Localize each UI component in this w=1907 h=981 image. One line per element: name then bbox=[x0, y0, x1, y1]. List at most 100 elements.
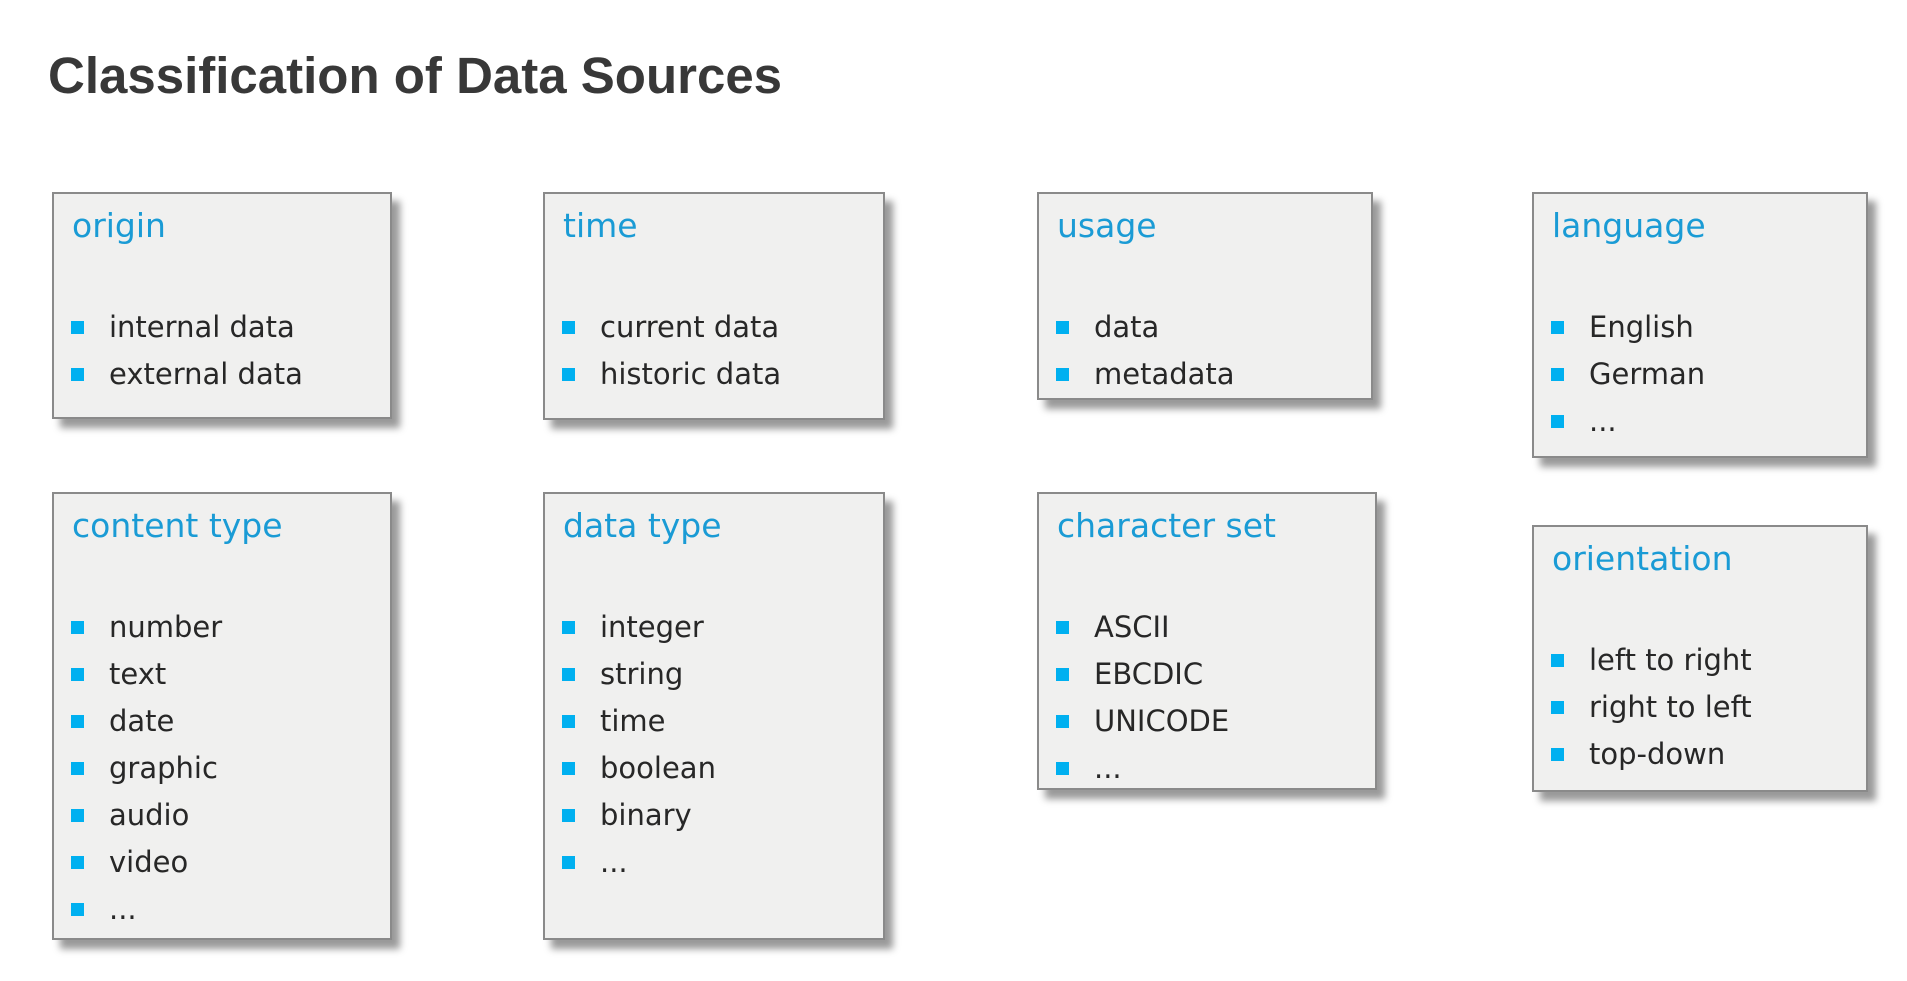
list-item-label: binary bbox=[600, 798, 692, 832]
bullet-square-icon bbox=[562, 321, 575, 334]
box-usage-title: usage bbox=[1057, 206, 1157, 245]
list-item-label: text bbox=[109, 657, 167, 691]
list-item-label: left to right bbox=[1589, 643, 1752, 677]
list-item-label: EBCDIC bbox=[1094, 657, 1204, 691]
list-item: ASCII bbox=[1039, 604, 1375, 651]
page-title: Classification of Data Sources bbox=[48, 47, 783, 105]
list-item: right to left bbox=[1534, 684, 1866, 731]
bullet-square-icon bbox=[562, 809, 575, 822]
bullet-square-icon bbox=[1056, 321, 1069, 334]
bullet-square-icon bbox=[1056, 368, 1069, 381]
list-item: left to right bbox=[1534, 637, 1866, 684]
list-item: string bbox=[545, 651, 883, 698]
box-orientation-title: orientation bbox=[1552, 539, 1733, 578]
box-content-type-list: number text date graphic audio video ... bbox=[54, 604, 390, 933]
box-origin-list: internal data external data bbox=[54, 304, 390, 398]
box-origin-title: origin bbox=[72, 206, 166, 245]
box-character-set-title: character set bbox=[1057, 506, 1276, 545]
list-item-label: ... bbox=[1589, 404, 1617, 438]
list-item-label: external data bbox=[109, 357, 303, 391]
bullet-square-icon bbox=[71, 621, 84, 634]
list-item-label: current data bbox=[600, 310, 780, 344]
list-item-label: right to left bbox=[1589, 690, 1752, 724]
bullet-square-icon bbox=[1056, 668, 1069, 681]
list-item: UNICODE bbox=[1039, 698, 1375, 745]
list-item: historic data bbox=[545, 351, 883, 398]
list-item: EBCDIC bbox=[1039, 651, 1375, 698]
list-item: metadata bbox=[1039, 351, 1371, 398]
bullet-square-icon bbox=[1056, 621, 1069, 634]
box-time-title: time bbox=[563, 206, 638, 245]
list-item-label: ... bbox=[109, 892, 137, 926]
bullet-square-icon bbox=[1551, 321, 1564, 334]
box-character-set: character set ASCII EBCDIC UNICODE ... bbox=[1037, 492, 1377, 790]
list-item-label: UNICODE bbox=[1094, 704, 1230, 738]
list-item: external data bbox=[54, 351, 390, 398]
list-item-label: number bbox=[109, 610, 223, 644]
bullet-square-icon bbox=[562, 856, 575, 869]
list-item: graphic bbox=[54, 745, 390, 792]
list-item-label: graphic bbox=[109, 751, 218, 785]
bullet-square-icon bbox=[1551, 415, 1564, 428]
box-content-type: content type number text date graphic au… bbox=[52, 492, 392, 940]
list-item-label: string bbox=[600, 657, 684, 691]
list-item-label: integer bbox=[600, 610, 704, 644]
box-data-type: data type integer string time boolean bi… bbox=[543, 492, 885, 940]
bullet-square-icon bbox=[1551, 368, 1564, 381]
box-content-type-title: content type bbox=[72, 506, 283, 545]
bullet-square-icon bbox=[71, 715, 84, 728]
list-item: ... bbox=[1534, 398, 1866, 445]
list-item: video bbox=[54, 839, 390, 886]
bullet-square-icon bbox=[71, 903, 84, 916]
list-item-label: ASCII bbox=[1094, 610, 1170, 644]
list-item-label: video bbox=[109, 845, 189, 879]
bullet-square-icon bbox=[1551, 701, 1564, 714]
bullet-square-icon bbox=[1056, 762, 1069, 775]
list-item: ... bbox=[54, 886, 390, 933]
box-orientation-list: left to right right to left top-down bbox=[1534, 637, 1866, 778]
bullet-square-icon bbox=[562, 668, 575, 681]
box-language-title: language bbox=[1552, 206, 1706, 245]
list-item: ... bbox=[545, 839, 883, 886]
list-item: internal data bbox=[54, 304, 390, 351]
bullet-square-icon bbox=[1551, 654, 1564, 667]
bullet-square-icon bbox=[71, 809, 84, 822]
list-item-label: top-down bbox=[1589, 737, 1726, 771]
list-item-label: data bbox=[1094, 310, 1160, 344]
list-item-label: metadata bbox=[1094, 357, 1235, 391]
bullet-square-icon bbox=[1551, 748, 1564, 761]
list-item-label: German bbox=[1589, 357, 1706, 391]
list-item-label: ... bbox=[600, 845, 628, 879]
bullet-square-icon bbox=[71, 368, 84, 381]
list-item: binary bbox=[545, 792, 883, 839]
bullet-square-icon bbox=[71, 321, 84, 334]
list-item: current data bbox=[545, 304, 883, 351]
list-item-label: English bbox=[1589, 310, 1694, 344]
box-usage-list: data metadata bbox=[1039, 304, 1371, 398]
box-origin: origin internal data external data bbox=[52, 192, 392, 419]
box-data-type-list: integer string time boolean binary ... bbox=[545, 604, 883, 886]
list-item: text bbox=[54, 651, 390, 698]
box-language: language English German ... bbox=[1532, 192, 1868, 458]
box-time-list: current data historic data bbox=[545, 304, 883, 398]
box-usage: usage data metadata bbox=[1037, 192, 1373, 400]
list-item-label: historic data bbox=[600, 357, 782, 391]
list-item: German bbox=[1534, 351, 1866, 398]
list-item: date bbox=[54, 698, 390, 745]
list-item: ... bbox=[1039, 745, 1375, 792]
list-item: English bbox=[1534, 304, 1866, 351]
box-language-list: English German ... bbox=[1534, 304, 1866, 445]
bullet-square-icon bbox=[71, 856, 84, 869]
list-item: boolean bbox=[545, 745, 883, 792]
list-item-label: audio bbox=[109, 798, 190, 832]
list-item: integer bbox=[545, 604, 883, 651]
box-time: time current data historic data bbox=[543, 192, 885, 420]
bullet-square-icon bbox=[71, 762, 84, 775]
bullet-square-icon bbox=[562, 621, 575, 634]
list-item-label: ... bbox=[1094, 751, 1122, 785]
bullet-square-icon bbox=[71, 668, 84, 681]
list-item: audio bbox=[54, 792, 390, 839]
box-character-set-list: ASCII EBCDIC UNICODE ... bbox=[1039, 604, 1375, 792]
bullet-square-icon bbox=[1056, 715, 1069, 728]
